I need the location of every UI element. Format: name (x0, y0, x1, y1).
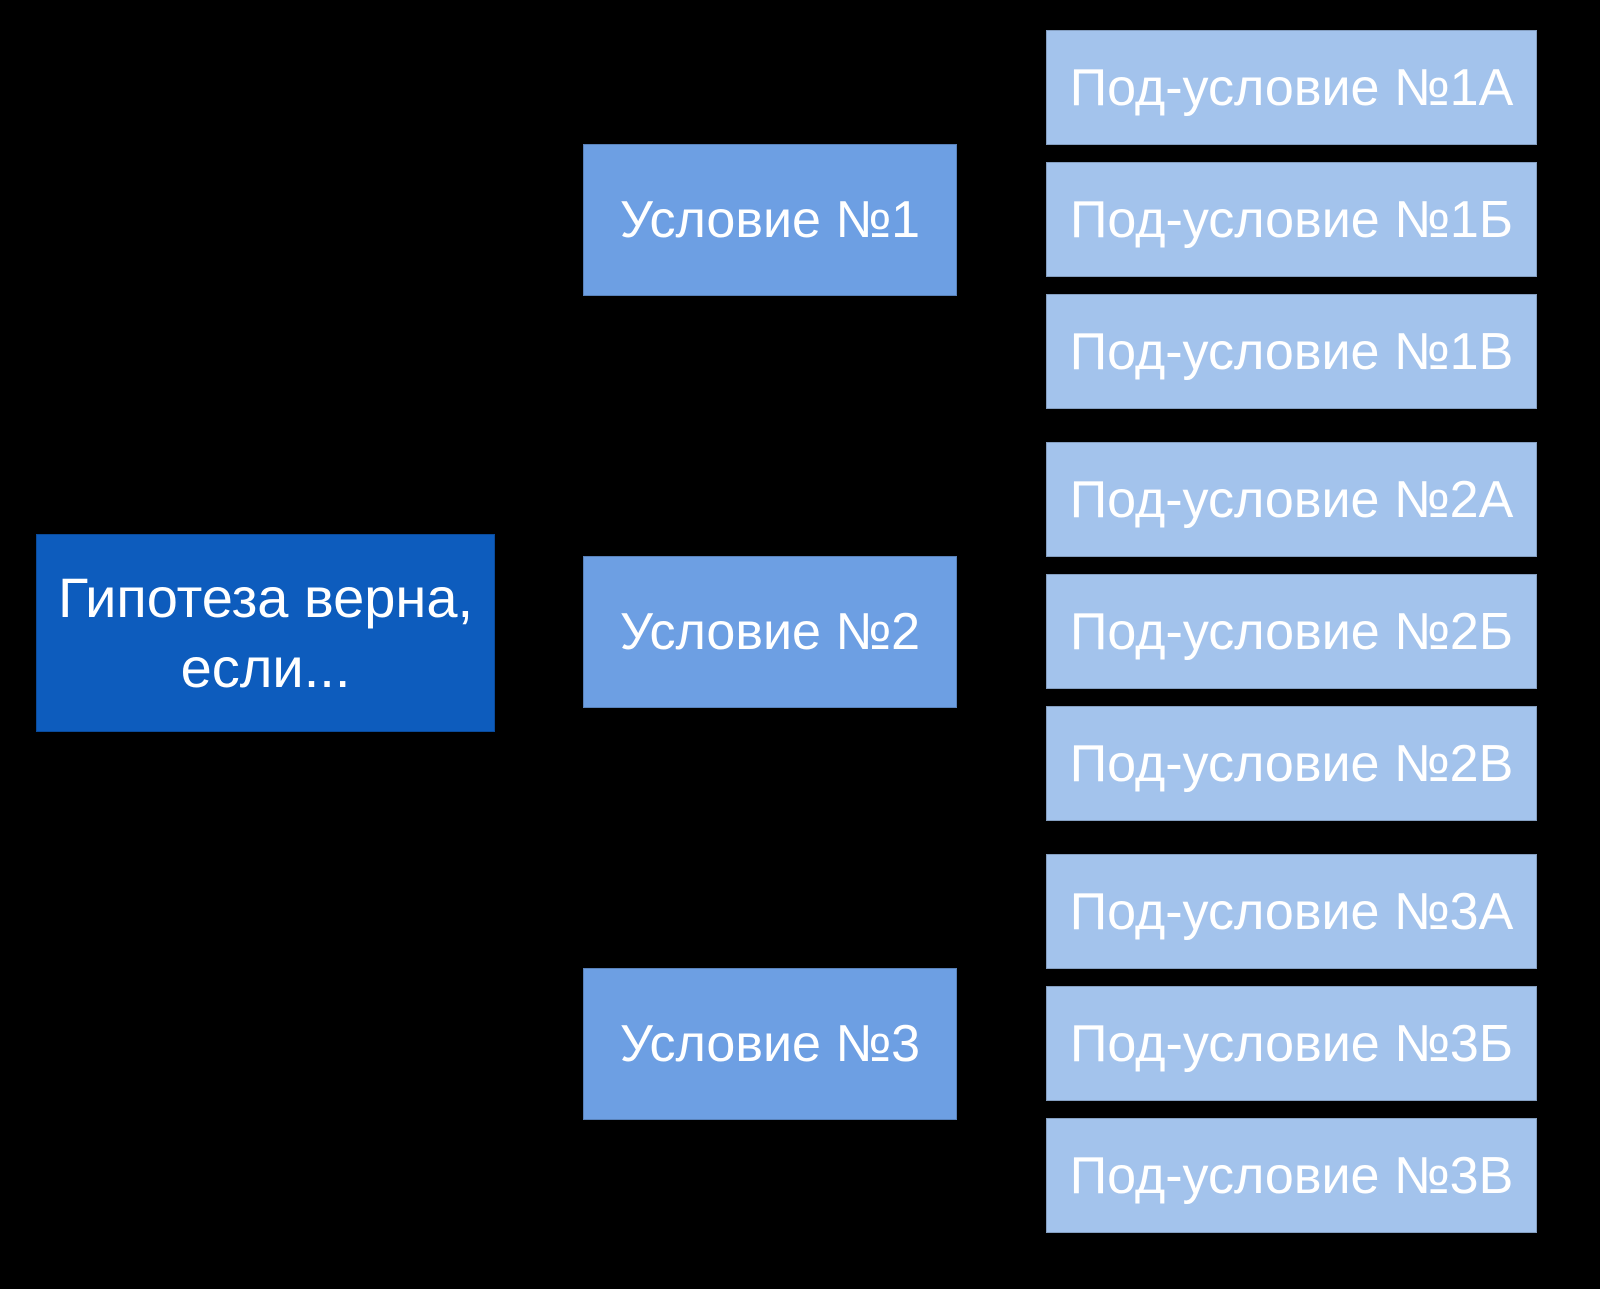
branch-3: Условие №3 Под-условие №3А Под-условие №… (583, 854, 1537, 1233)
subcondition-box: Под-условие №1Б (1046, 162, 1537, 277)
root-column: Гипотеза верна, если... (36, 30, 495, 1235)
subcondition-box: Под-условие №3А (1046, 854, 1537, 969)
condition-slot-2: Условие №2 (583, 442, 957, 821)
branches-column: Условие №1 Под-условие №1А Под-условие №… (583, 30, 1537, 1235)
subcondition-box: Под-условие №1В (1046, 294, 1537, 409)
branch-1: Условие №1 Под-условие №1А Под-условие №… (583, 30, 1537, 409)
condition-box: Условие №3 (583, 967, 957, 1120)
subcondition-box: Под-условие №3Б (1046, 986, 1537, 1101)
condition-box: Условие №1 (583, 143, 957, 296)
subconditions-group-1: Под-условие №1А Под-условие №1Б Под-усло… (1046, 30, 1537, 409)
subcondition-box: Под-условие №2В (1046, 706, 1537, 821)
condition-slot-3: Условие №3 (583, 854, 957, 1233)
branch-2: Условие №2 Под-условие №2А Под-условие №… (583, 442, 1537, 821)
subcondition-box: Под-условие №3В (1046, 1118, 1537, 1233)
condition-box: Условие №2 (583, 555, 957, 708)
subconditions-group-3: Под-условие №3А Под-условие №3Б Под-усло… (1046, 854, 1537, 1233)
subconditions-group-2: Под-условие №2А Под-условие №2Б Под-усло… (1046, 442, 1537, 821)
condition-slot-1: Условие №1 (583, 30, 957, 409)
subcondition-box: Под-условие №2Б (1046, 574, 1537, 689)
subcondition-box: Под-условие №1А (1046, 30, 1537, 145)
subcondition-box: Под-условие №2А (1046, 442, 1537, 557)
hypothesis-box: Гипотеза верна, если... (36, 533, 495, 732)
